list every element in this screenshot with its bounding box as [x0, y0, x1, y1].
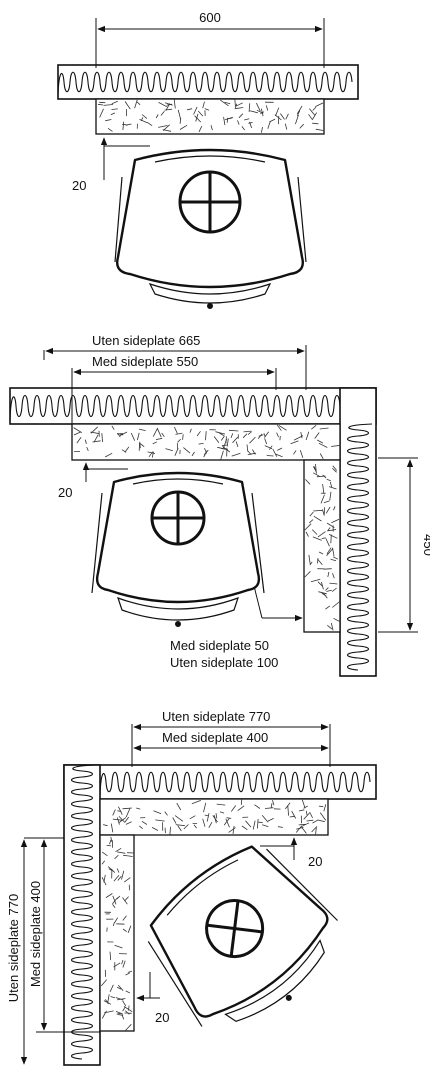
dimension-side-450: 450 — [378, 457, 430, 633]
dimension-med-2: Med sideplate 550 — [71, 354, 277, 428]
wall-top-1 — [57, 64, 359, 100]
uten-sideplate-665-label: Uten sideplate 665 — [92, 333, 200, 348]
dimension-gap-2: 20 — [58, 462, 128, 500]
insulation-top-3 — [99, 798, 329, 836]
insulation-top-1 — [95, 98, 325, 135]
gap-left-label-20: 20 — [155, 1010, 169, 1025]
dimension-gap-1: 20 — [72, 137, 150, 193]
wall-side-2 — [339, 387, 377, 677]
dimension-gap-left-3: 20 — [136, 972, 169, 1025]
diagram-2-wall-placement: Uten sideplate 665 Med sideplate 550 20 … — [9, 333, 430, 677]
note-uten-sideplate-100: Uten sideplate 100 — [170, 655, 278, 670]
dimension-gap-top-3: 20 — [260, 837, 322, 869]
gap-top-label-20: 20 — [308, 854, 322, 869]
wall-top-2 — [9, 387, 377, 425]
side-label-450: 450 — [421, 534, 430, 556]
width-label-600: 600 — [199, 10, 221, 25]
med-sideplate-400-label: Med sideplate 400 — [162, 730, 268, 745]
dimension-vertical-uten-3: Uten sideplate 770 — [6, 837, 64, 1065]
dimension-width-1: 600 — [95, 10, 325, 68]
dimension-med-3: Med sideplate 400 — [133, 730, 329, 752]
stove-2 — [91, 471, 265, 627]
gap-label-20: 20 — [72, 178, 86, 193]
dimension-uten-2: Uten sideplate 665 — [43, 333, 307, 390]
dimension-vertical-med-3: Med sideplate 400 — [28, 839, 100, 1033]
vertical-med-sideplate-400-label: Med sideplate 400 — [28, 881, 43, 987]
wall-side-3 — [63, 764, 101, 1066]
gap-label-20-diagram2: 20 — [58, 485, 72, 500]
stove-1 — [114, 148, 307, 309]
insulation-top-2 — [71, 423, 341, 461]
dimension-clearance-side-2 — [251, 577, 303, 622]
diagram-3-corner-placement: Uten sideplate 770 Med sideplate 400 20 … — [6, 709, 377, 1066]
insulation-side-3 — [99, 834, 135, 1032]
wall-top-3 — [63, 764, 377, 800]
uten-sideplate-770-label: Uten sideplate 770 — [162, 709, 270, 724]
med-sideplate-550-label: Med sideplate 550 — [92, 354, 198, 369]
note-med-sideplate-50: Med sideplate 50 — [170, 638, 269, 653]
dimension-uten-3: Uten sideplate 770 — [131, 709, 331, 767]
vertical-uten-sideplate-770-label: Uten sideplate 770 — [6, 894, 21, 1002]
diagram-1-wall-placement: 600 20 — [57, 10, 359, 309]
insulation-side-2 — [303, 459, 341, 633]
stove-3 — [147, 845, 338, 1027]
